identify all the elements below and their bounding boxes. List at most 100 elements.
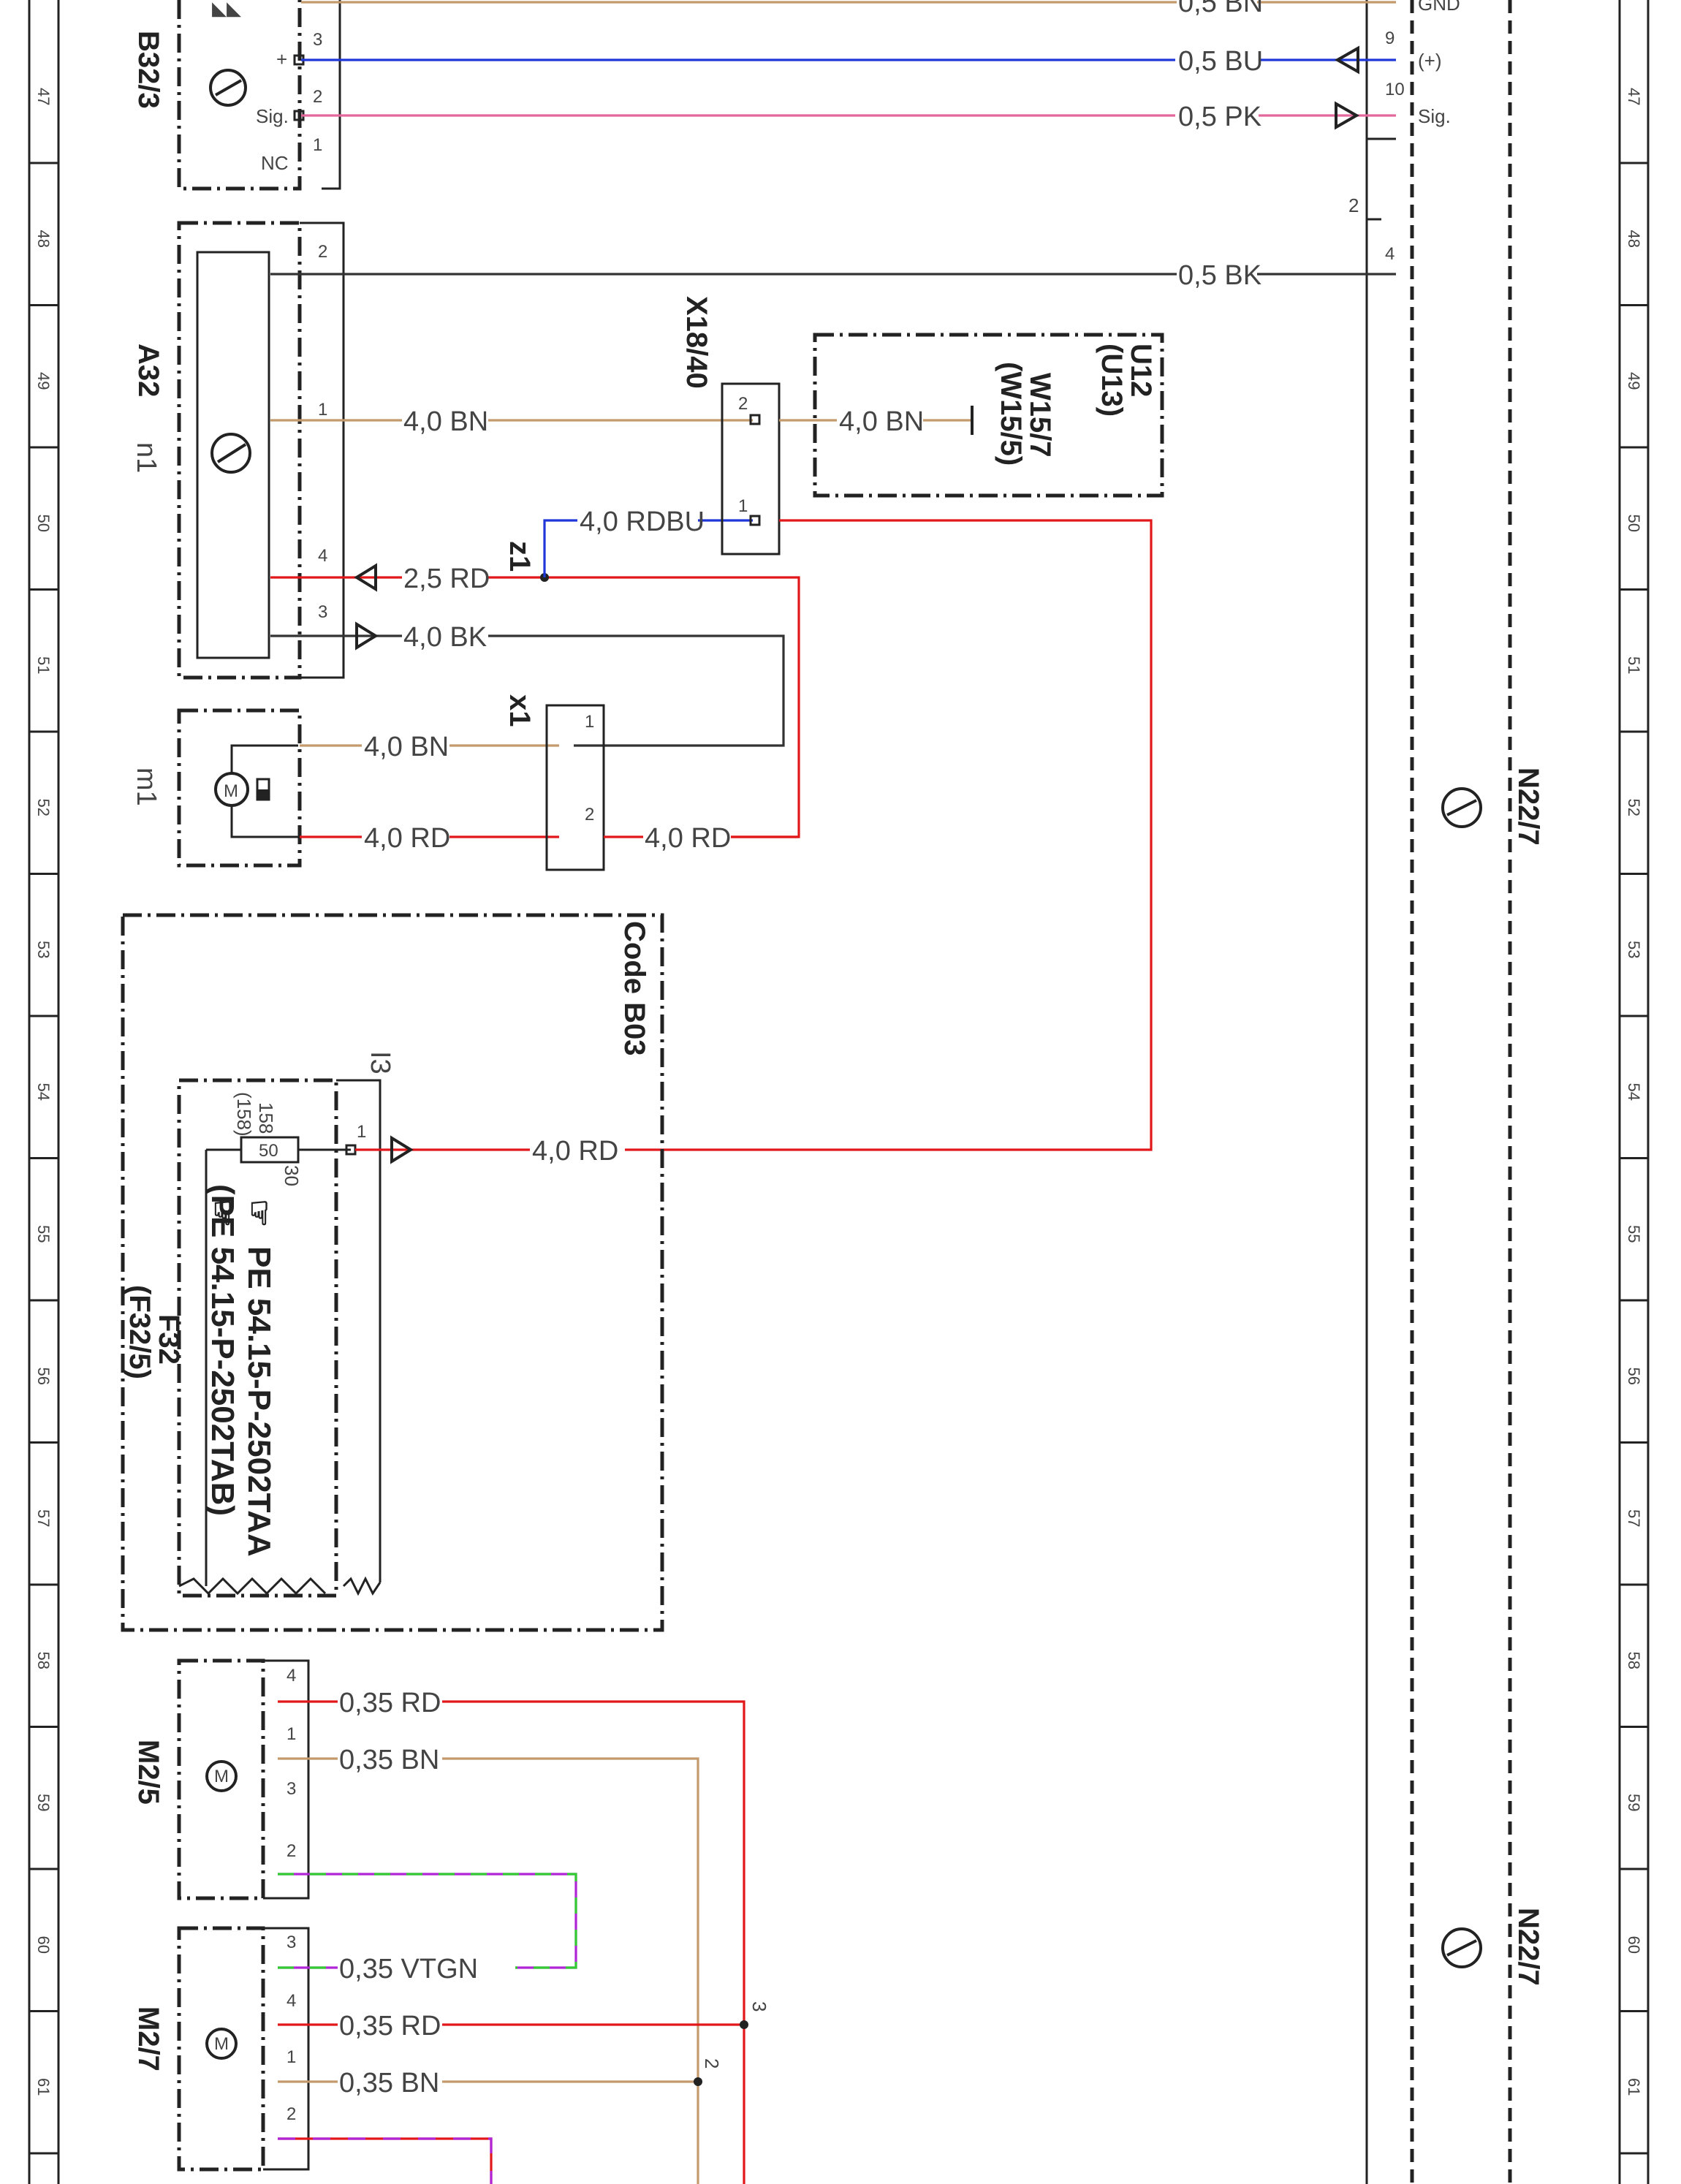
m2-5-label: M2/5: [132, 1740, 164, 1805]
w15-7-label: W15/7: [1024, 373, 1056, 458]
wire-pk: 0,5 PK: [301, 101, 1396, 132]
svg-text:4,0 BN: 4,0 BN: [403, 406, 488, 437]
gnd-label: GND: [1418, 0, 1460, 15]
fuse-158b: (158): [233, 1092, 255, 1137]
n22-7-label-2: N22/7: [1512, 1908, 1544, 1986]
pin-1: 1: [287, 2047, 296, 2067]
n22-7-label: N22/7: [1512, 767, 1544, 846]
svg-text:◣◣: ◣◣: [212, 0, 241, 19]
svg-text:3: 3: [748, 2001, 770, 2012]
grid-number: 55: [34, 1225, 53, 1243]
wire-bn-m27: 0,35 BN 2: [278, 2058, 723, 2098]
pin-9: 9: [1385, 29, 1394, 48]
pin-1: 1: [357, 1122, 366, 1142]
svg-text:4,0 RD: 4,0 RD: [532, 1136, 618, 1167]
x1-connector: x1 1 2: [504, 694, 605, 871]
wire-rd-fuse: 4,0 RD: [355, 1135, 618, 1167]
x18-40-connector: X18/40 2 1: [680, 296, 781, 556]
svg-text:4,0 BK: 4,0 BK: [403, 622, 487, 653]
grid-number: 58: [1625, 1652, 1643, 1669]
a32-module: A32 n1 2 1 4 3: [131, 221, 345, 680]
wire-rd-x1: 4,0 RD: [604, 823, 799, 854]
pin-1: 1: [313, 135, 322, 155]
motor-icon: M: [205, 1760, 238, 1792]
wire-rd-long: [625, 519, 1153, 1151]
wire-rd-m27: 0,35 RD 3: [278, 2001, 770, 2041]
grid-number: 60: [1625, 1936, 1643, 1954]
svg-text:0,35 VTGN: 0,35 VTGN: [339, 1954, 478, 1984]
pin-2: 2: [287, 1841, 296, 1861]
pin-3: 3: [287, 1779, 296, 1799]
pin-1: 1: [738, 496, 748, 516]
svg-text:0,5 BU: 0,5 BU: [1178, 46, 1263, 77]
grid-number: 48: [1625, 230, 1643, 248]
pin-3: 3: [318, 602, 327, 622]
transistor-icon: [1441, 787, 1482, 828]
grid-number: 47: [1625, 88, 1643, 105]
pin-sig: Sig.: [256, 105, 289, 127]
transistor-icon: [210, 433, 251, 474]
grid-number: 47: [34, 88, 53, 105]
fuse-30: 30: [281, 1165, 303, 1186]
wire-vtgn: 0,35 VTGN: [278, 1954, 478, 1984]
grid-number: 50: [1625, 515, 1643, 532]
grid-number: 60: [34, 1936, 53, 1954]
f32-fuse-box: 50 158 (158) 30 1 I3 ☞ ☞ PE 54.15-P-2502…: [124, 1051, 395, 1598]
w15-5-label: (W15/5): [995, 362, 1027, 466]
grid-number: 51: [1625, 656, 1643, 674]
u13-label: (U13): [1096, 344, 1128, 417]
pin-2: 2: [318, 242, 327, 262]
grid-number: 61: [34, 2078, 53, 2096]
x18-40-label: X18/40: [680, 296, 713, 389]
code-b03-area: Code B03: [121, 913, 664, 1632]
grid-number: 59: [34, 1794, 53, 1811]
svg-text:0,5 BN: 0,5 BN: [1178, 0, 1263, 18]
grid-number: 57: [1625, 1509, 1643, 1527]
pin-plus: +: [276, 48, 287, 70]
grid-number: 53: [34, 941, 53, 958]
grid-number: 58: [34, 1652, 53, 1669]
grid-number: 52: [1625, 799, 1643, 816]
motor-icon: M: [205, 2028, 238, 2060]
fuse-value: 50: [259, 1141, 278, 1161]
fuse-158: 158: [255, 1102, 277, 1134]
pin-1: 1: [287, 1724, 296, 1744]
f32-5-label: (F32/5): [124, 1285, 156, 1379]
grid-number: 55: [1625, 1225, 1643, 1243]
svg-text:4,0 BN: 4,0 BN: [839, 406, 924, 437]
svg-text:0,35 RD: 0,35 RD: [339, 2011, 441, 2041]
u12-unit: U12 (U13) W15/7 (W15/5): [813, 333, 1164, 498]
svg-text:4,0 BN: 4,0 BN: [364, 732, 449, 762]
grid-number: 57: [34, 1509, 53, 1527]
code-b03-label: Code B03: [618, 921, 650, 1056]
b32-3-label: B32/3: [132, 31, 164, 109]
i3-label: I3: [365, 1051, 395, 1074]
svg-text:4,0 RDBU: 4,0 RDBU: [580, 507, 705, 537]
grid-number: 61: [1625, 2078, 1643, 2096]
wire-bn-m25: 0,35 BN: [278, 1745, 699, 2184]
u12-label: U12: [1125, 344, 1157, 397]
pin-1: 1: [585, 712, 594, 732]
transistor-icon: [1441, 1927, 1482, 1968]
grid-number: 51: [34, 656, 53, 674]
wire-bu: 0,5 BU: [301, 45, 1396, 77]
wire-rd-25: 2,5 RD: [270, 563, 800, 838]
svg-text:0,5 PK: 0,5 PK: [1178, 102, 1261, 132]
grid-number: 49: [1625, 372, 1643, 390]
m2-7-label: M2/7: [132, 2006, 164, 2071]
svg-text:M: M: [214, 2034, 229, 2054]
grid-number: 48: [34, 230, 53, 248]
wire-rdbu: 4,0 RDBU: [543, 507, 753, 577]
pin-4: 4: [287, 1666, 296, 1686]
svg-text:0,5 BK: 0,5 BK: [1178, 260, 1261, 291]
wire-rd-m1: 4,0 RD: [300, 823, 559, 854]
svg-text:☞: ☞: [241, 1199, 277, 1227]
pin-2: 2: [313, 87, 322, 107]
pin-nc: NC: [261, 152, 289, 174]
b32-3-sensor: B32/3 ◣◣ + Sig. NC 3 2 1: [132, 0, 341, 191]
pe-note-b: (PE 54.15-P-2502TAB): [205, 1184, 240, 1516]
sensor-icon: ◣◣: [209, 0, 247, 107]
svg-text:0,35 BN: 0,35 BN: [339, 2068, 439, 2098]
